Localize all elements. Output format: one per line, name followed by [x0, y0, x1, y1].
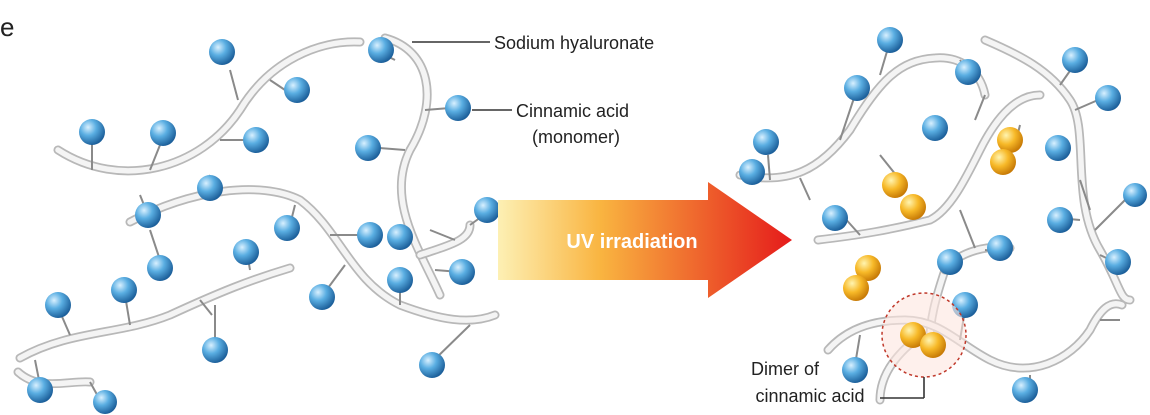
monomer: [877, 27, 903, 53]
monomer: [357, 222, 383, 248]
monomer: [284, 77, 310, 103]
monomer: [955, 59, 981, 85]
monomer: [209, 39, 235, 65]
monomer-label-line1: Cinnamic acid: [516, 101, 629, 121]
monomer: [842, 357, 868, 383]
left-monomer-stems: [34, 54, 489, 401]
monomer: [1095, 85, 1121, 111]
uv-irradiation-arrow: UV irradiation: [498, 182, 792, 298]
monomer: [1047, 207, 1073, 233]
left-monomers: [27, 37, 500, 414]
dimer: [882, 172, 926, 220]
monomer: [753, 129, 779, 155]
monomer: [93, 390, 117, 414]
dimer: [990, 127, 1023, 175]
monomer: [987, 235, 1013, 261]
monomer: [1045, 135, 1071, 161]
monomer: [243, 127, 269, 153]
monomer: [355, 135, 381, 161]
monomer: [111, 277, 137, 303]
monomer: [387, 224, 413, 250]
monomer: [309, 284, 335, 310]
right-monomers: [739, 27, 1147, 403]
monomer: [79, 119, 105, 145]
monomer: [147, 255, 173, 281]
monomer: [739, 159, 765, 185]
left-polymer-chains: [13, 33, 500, 389]
monomer-callout: Cinnamic acid (monomer): [472, 101, 629, 147]
monomer: [150, 120, 176, 146]
monomer-label-line2: (monomer): [532, 127, 620, 147]
monomer: [419, 352, 445, 378]
monomer: [445, 95, 471, 121]
panel-letter: e: [0, 12, 14, 42]
monomer: [387, 267, 413, 293]
monomer: [1123, 183, 1147, 207]
monomer: [937, 249, 963, 275]
monomer: [1105, 249, 1131, 275]
monomer: [45, 292, 71, 318]
monomer: [27, 377, 53, 403]
monomer: [844, 75, 870, 101]
monomer: [233, 239, 259, 265]
monomer: [197, 175, 223, 201]
dimer-callout: Dimer of cinnamic acid: [751, 359, 925, 406]
monomer: [202, 337, 228, 363]
monomer: [474, 197, 500, 223]
dimer-label-line2: cinnamic acid: [755, 386, 864, 406]
dimer: [843, 255, 881, 301]
dimer-highlighted: [881, 292, 967, 378]
monomer: [449, 259, 475, 285]
uv-irradiation-label: UV irradiation: [566, 231, 697, 253]
monomer: [922, 115, 948, 141]
dimer-label-line1: Dimer of: [751, 359, 820, 379]
monomer: [822, 205, 848, 231]
monomer: [1062, 47, 1088, 73]
monomer: [1012, 377, 1038, 403]
monomer: [135, 202, 161, 228]
monomer: [274, 215, 300, 241]
polymer-label: Sodium hyaluronate: [494, 33, 654, 53]
monomer: [368, 37, 394, 63]
polymer-callout: Sodium hyaluronate: [412, 33, 654, 53]
cinnamic-acid-dimers: [843, 127, 1023, 378]
